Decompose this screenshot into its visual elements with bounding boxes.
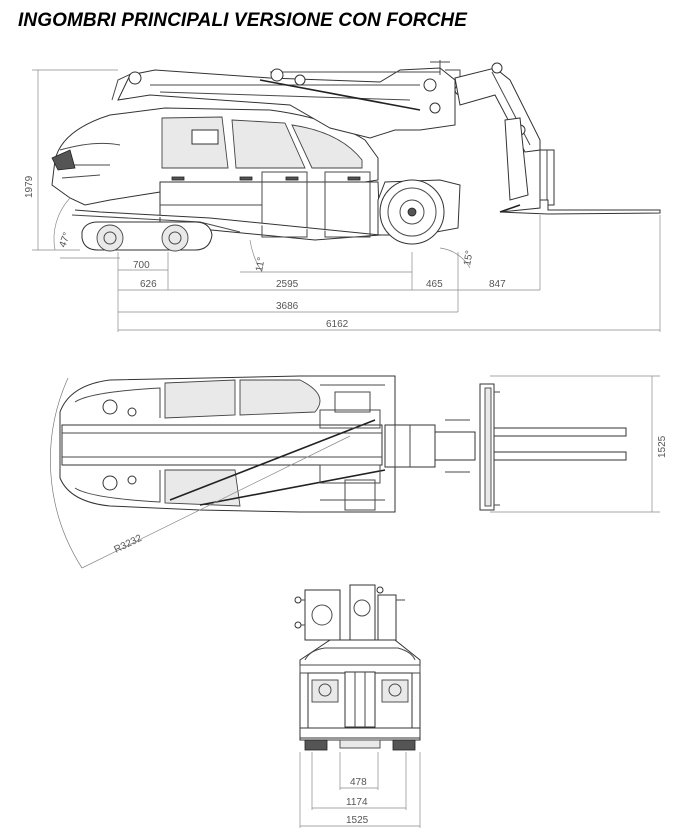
dim-3686: 3686 [276, 301, 299, 312]
dim-1979: 1979 [24, 175, 35, 198]
radius-3232: R3232 [112, 533, 144, 556]
angle-47: 47° [57, 231, 73, 249]
dim-6162: 6162 [326, 319, 349, 330]
dim-700: 700 [133, 260, 150, 271]
front-view [294, 584, 421, 828]
angle-15: 15° [462, 250, 475, 267]
dim-847: 847 [489, 279, 506, 290]
dim-front-1525: 1525 [346, 815, 369, 826]
angle-11: 11° [254, 256, 267, 272]
dim-2595: 2595 [276, 279, 299, 290]
side-view [32, 60, 661, 332]
dim-626: 626 [140, 279, 157, 290]
dim-1174: 1174 [346, 797, 368, 808]
dim-top-1525: 1525 [657, 435, 668, 458]
dim-478: 478 [350, 777, 367, 788]
drawing-title: INGOMBRI PRINCIPALI VERSIONE CON FORCHE [18, 10, 468, 31]
top-view [50, 375, 660, 569]
dim-465: 465 [426, 279, 443, 290]
